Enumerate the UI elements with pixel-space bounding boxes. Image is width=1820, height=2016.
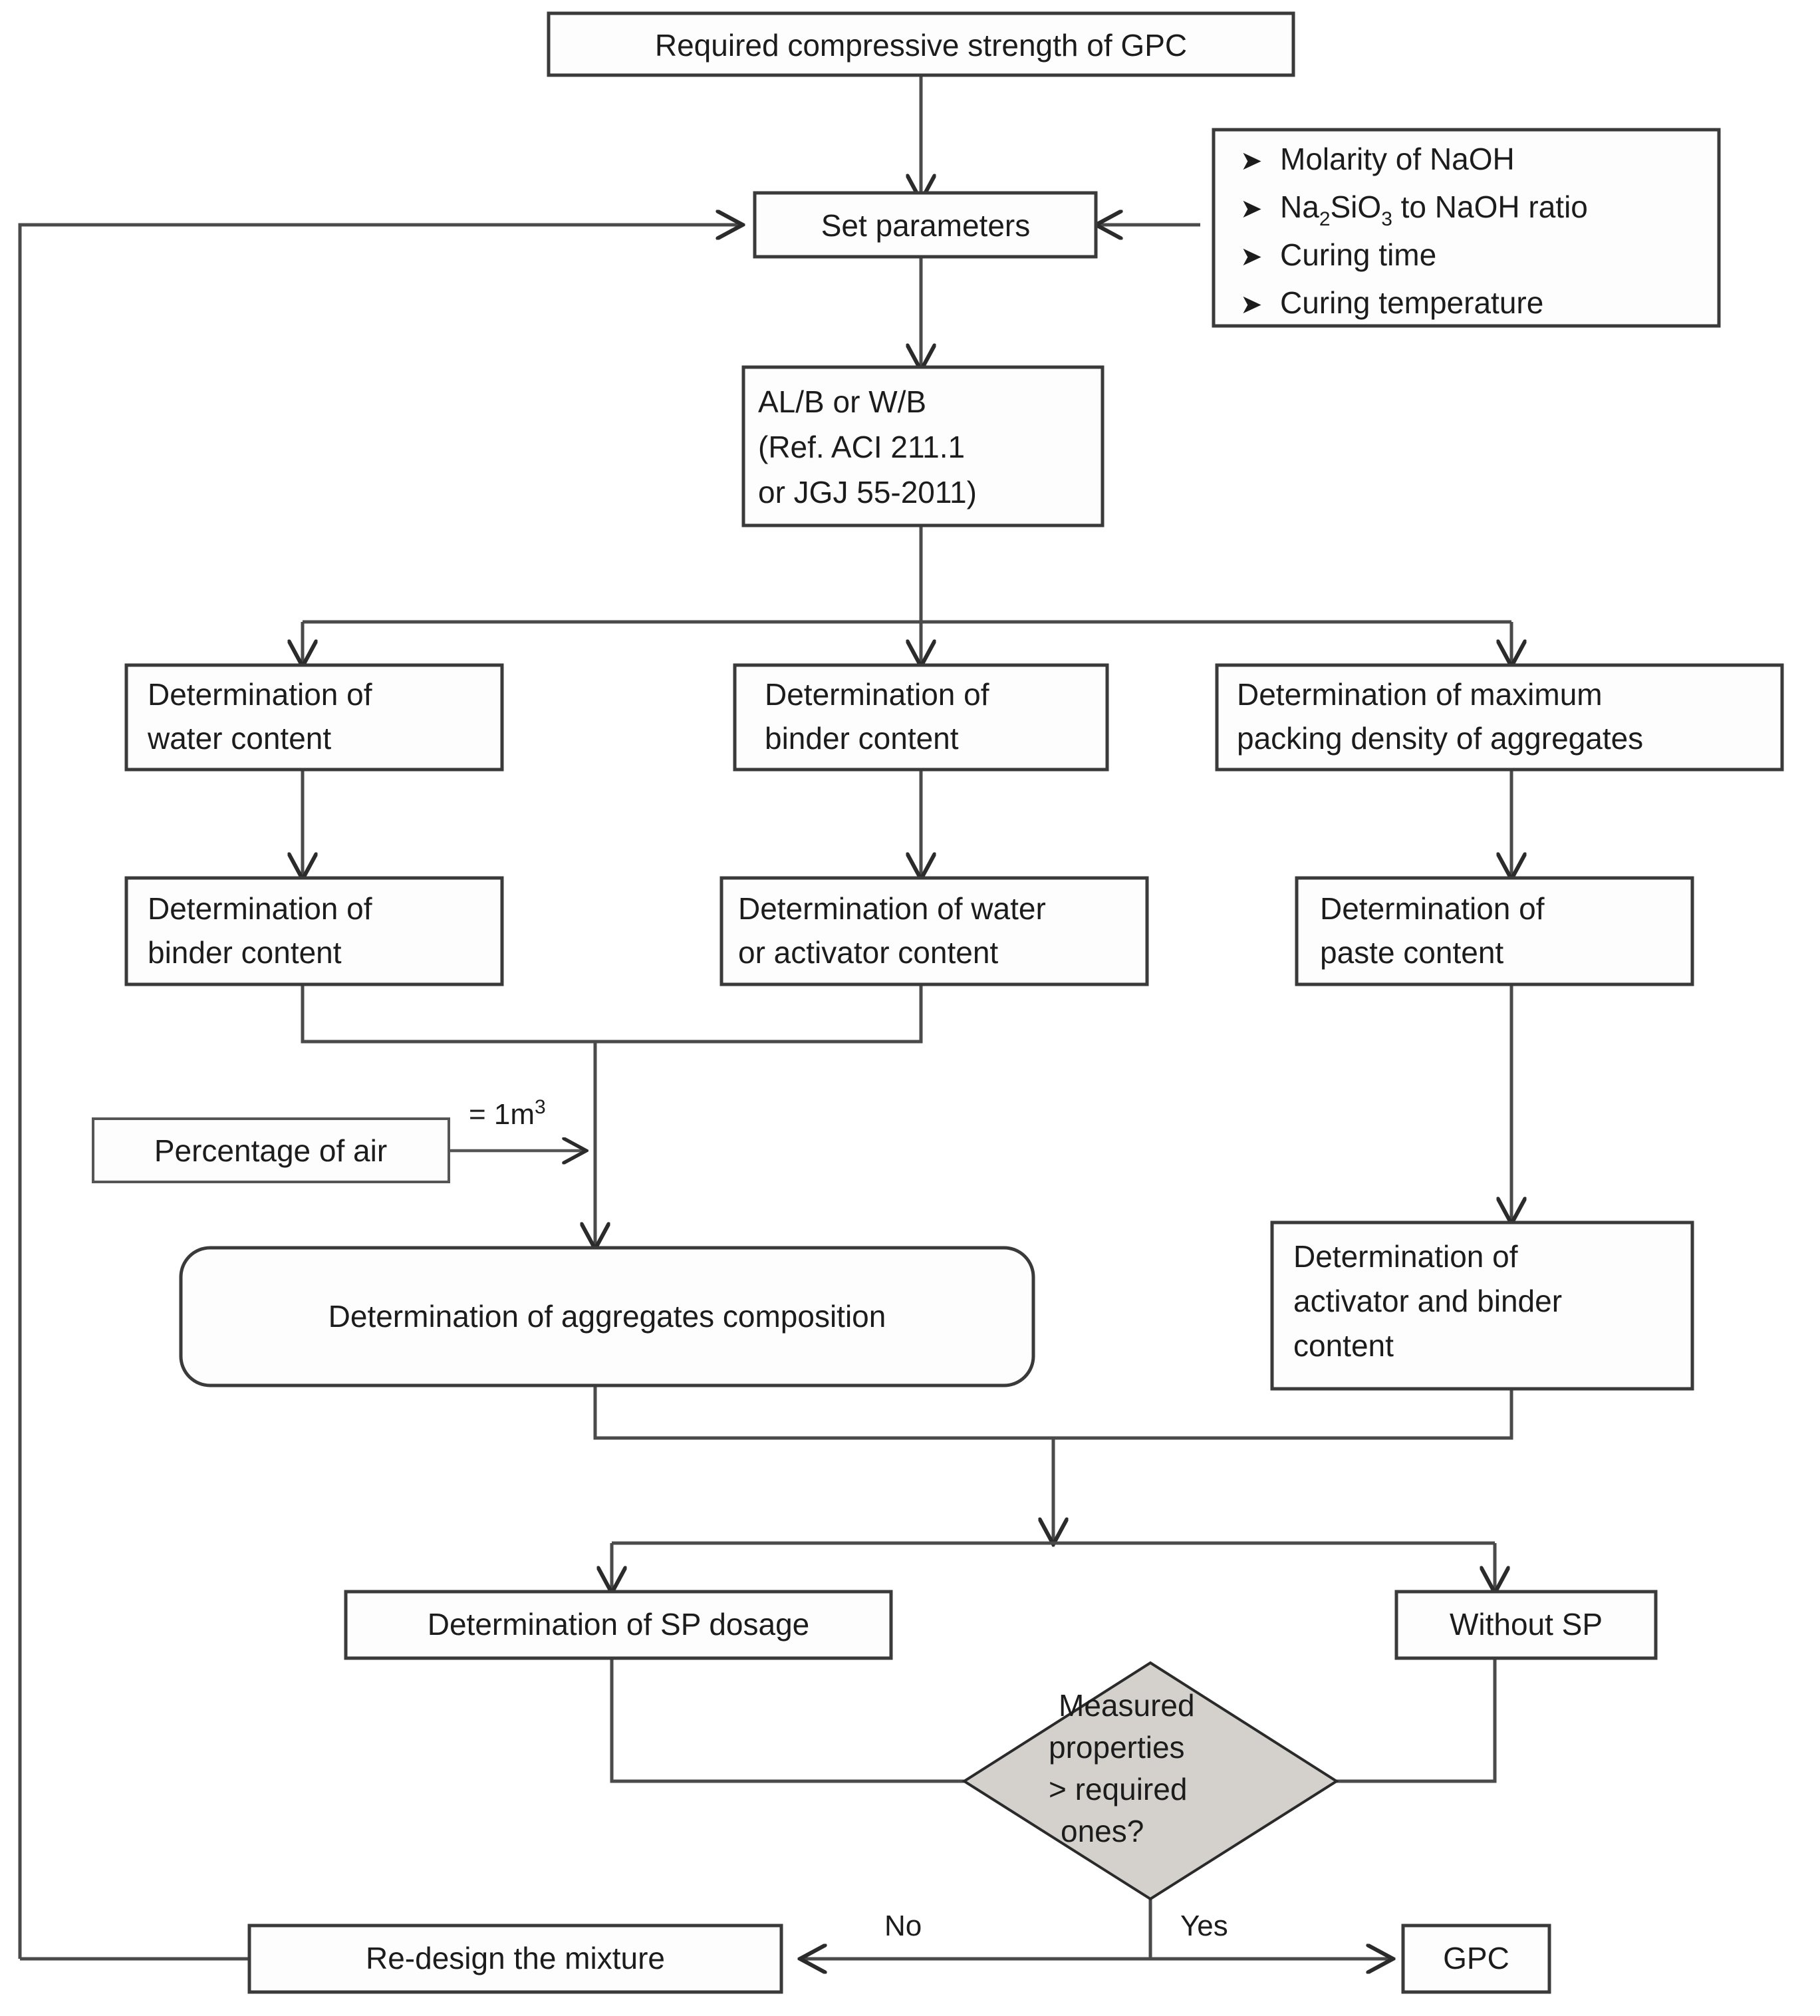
det-actbind-line-0: Determination of (1293, 1239, 1518, 1274)
det-binder-content-mid-box (733, 663, 1109, 772)
decision-line-2: > required (1049, 1772, 1187, 1806)
node-decision[interactable]: Measured properties > required ones? (962, 1661, 1339, 1901)
percentage-of-air-box (92, 1117, 450, 1183)
det-sp-dosage-label: Determination of SP dosage (428, 1607, 810, 1642)
one-cubic-meter-label: = 1m3 (469, 1096, 546, 1131)
edge-label-yes: Yes (1180, 1910, 1228, 1942)
edge-merge-left-mid (301, 984, 923, 1044)
node-set-parameters[interactable]: Set parameters (753, 191, 1098, 259)
node-det-water-activator[interactable]: Determination of water or activator cont… (719, 876, 1149, 986)
ratio-box (741, 365, 1105, 527)
na-sub: 2 (1319, 208, 1331, 230)
parameter-item-0: Molarity of NaOH (1280, 142, 1515, 176)
bullet-icon-0: ➤ (1240, 146, 1263, 176)
parameters-list-box (1212, 128, 1721, 328)
sio-sub: 3 (1381, 208, 1392, 230)
decision-diamond-shape (962, 1661, 1339, 1901)
det-wateract-line-0: Determination of water (738, 891, 1046, 926)
node-percentage-of-air[interactable]: Percentage of air (92, 1117, 450, 1183)
det-actbind-line-2: content (1293, 1328, 1394, 1363)
set-parameters-box (753, 191, 1098, 259)
det-paste-line-0: Determination of (1320, 891, 1545, 926)
without-sp-label: Without SP (1450, 1607, 1603, 1642)
ratio-text: to NaOH ratio (1392, 190, 1588, 224)
det-paste-line-1: paste content (1320, 935, 1503, 970)
na-text: Na (1280, 190, 1319, 224)
edge-spdosage-to-decision (610, 1658, 1065, 1781)
bullet-icon-1: ➤ (1240, 194, 1263, 224)
det-paste-content-box (1295, 876, 1694, 986)
percentage-of-air-label: Percentage of air (154, 1133, 387, 1168)
node-without-sp[interactable]: Without SP (1394, 1590, 1658, 1660)
bullet-icon-2: ➤ (1240, 241, 1263, 272)
node-det-binder-content-left[interactable]: Determination of binder content (124, 876, 504, 986)
det-binder-left-line-0: Determination of (148, 891, 372, 926)
edge-merge-bottom (593, 1385, 1513, 1440)
one-cubic-meter-text: = 1m (469, 1098, 535, 1131)
without-sp-box (1394, 1590, 1658, 1660)
ratio-line-2: or JGJ 55-2011) (758, 475, 977, 509)
det-water-activator-box (719, 876, 1149, 986)
node-det-water-content[interactable]: Determination of water content (124, 663, 504, 772)
required-strength-label: Required compressive strength of GPC (655, 28, 1187, 63)
gpc-output-label: GPC (1443, 1941, 1509, 1975)
node-required-strength[interactable]: Required compressive strength of GPC (547, 11, 1295, 77)
det-aggregates-label: Determination of aggregates composition (328, 1299, 886, 1334)
det-binder-left-line-1: binder content (148, 935, 342, 970)
det-water-content-box (124, 663, 504, 772)
edge-feedback-to-setparams (18, 225, 741, 1959)
node-parameters-list[interactable]: ➤ Molarity of NaOH ➤ Na2SiO3 to NaOH rat… (1212, 128, 1721, 328)
redesign-mixture-label: Re-design the mixture (366, 1941, 665, 1975)
node-det-paste-content[interactable]: Determination of paste content (1295, 876, 1694, 986)
det-water-line-0: Determination of (148, 677, 372, 712)
redesign-mixture-box (247, 1924, 783, 1994)
det-activator-binder-box (1270, 1221, 1694, 1391)
ratio-line-1: (Ref. ACI 211.1 (758, 430, 965, 464)
det-water-line-1: water content (147, 721, 331, 756)
det-binder-mid-line-0: Determination of (765, 677, 989, 712)
node-redesign-mixture[interactable]: Re-design the mixture (247, 1924, 783, 1994)
decision-line-3: ones? (1061, 1814, 1144, 1848)
node-det-aggregates-composition[interactable]: Determination of aggregates composition (179, 1246, 1035, 1387)
ratio-line-0: AL/B or W/B (758, 384, 926, 419)
set-parameters-label: Set parameters (821, 208, 1030, 243)
decision-line-0: Measured (1059, 1688, 1195, 1723)
edge-label-no: No (884, 1910, 922, 1942)
node-det-sp-dosage[interactable]: Determination of SP dosage (344, 1590, 893, 1660)
decision-line-1: properties (1049, 1730, 1185, 1765)
node-det-binder-content-mid[interactable]: Determination of binder content (733, 663, 1109, 772)
parameter-item-3: Curing temperature (1280, 285, 1543, 320)
one-cubic-meter-sup: 3 (535, 1096, 546, 1118)
det-packing-line-0: Determination of maximum (1237, 677, 1603, 712)
det-binder-content-left-box (124, 876, 504, 986)
node-det-max-packing[interactable]: Determination of maximum packing density… (1215, 663, 1784, 772)
parameter-item-1: Na2SiO3 to NaOH ratio (1280, 190, 1588, 230)
bullet-icon-3: ➤ (1240, 289, 1263, 320)
required-strength-box (547, 11, 1295, 77)
node-gpc-output[interactable]: GPC (1401, 1924, 1551, 1994)
gpc-output-box (1401, 1924, 1551, 1994)
sio-text: SiO (1331, 190, 1382, 224)
node-ratio-box[interactable]: AL/B or W/B (Ref. ACI 211.1 or JGJ 55-20… (741, 365, 1105, 527)
parameter-item-2: Curing time (1280, 237, 1436, 272)
det-wateract-line-1: or activator content (738, 935, 998, 970)
node-det-activator-binder[interactable]: Determination of activator and binder co… (1270, 1221, 1694, 1391)
det-sp-dosage-box (344, 1590, 893, 1660)
det-actbind-line-1: activator and binder (1293, 1284, 1562, 1318)
det-packing-line-1: packing density of aggregates (1237, 721, 1643, 756)
det-aggregates-composition-box (179, 1246, 1035, 1387)
det-binder-mid-line-1: binder content (765, 721, 959, 756)
det-max-packing-box (1215, 663, 1784, 772)
